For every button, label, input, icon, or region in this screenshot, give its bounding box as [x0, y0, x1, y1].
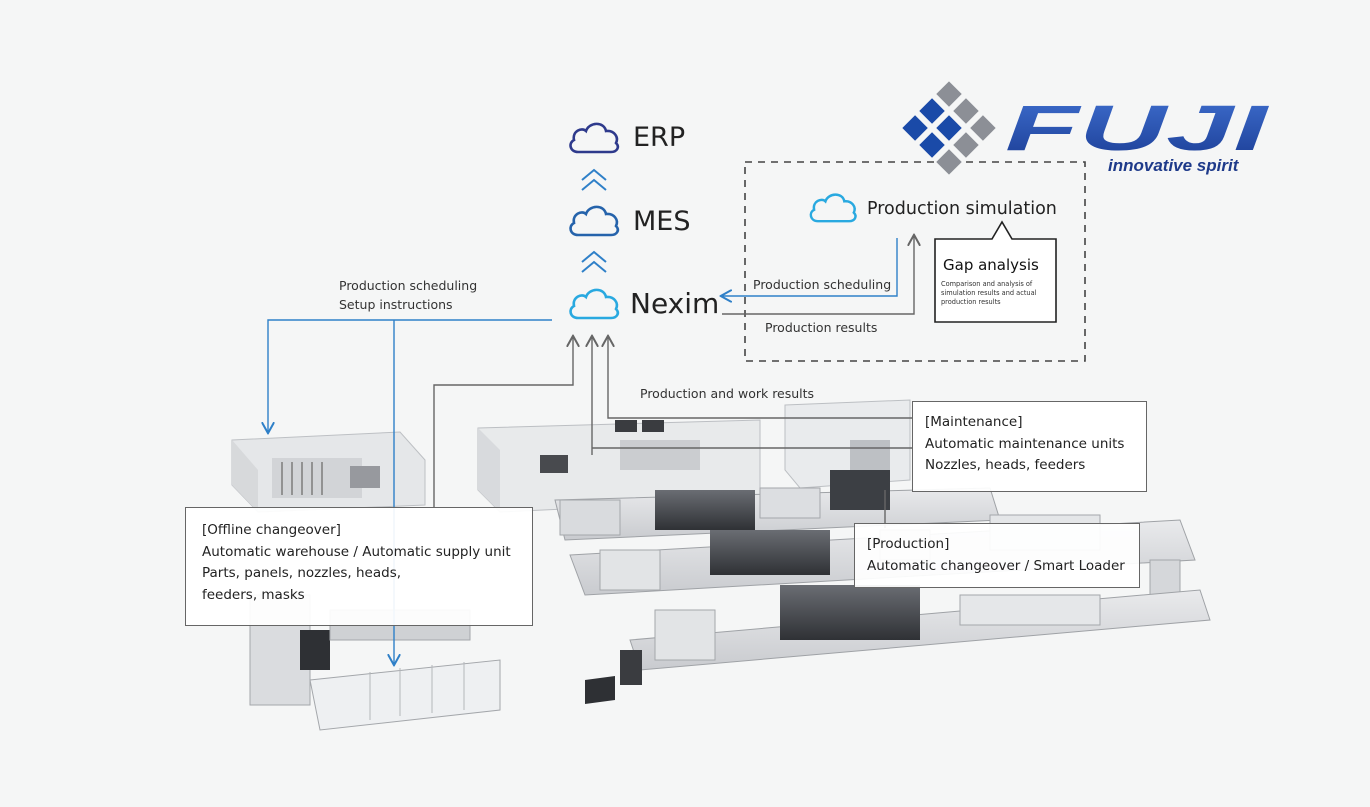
erp-cloud-icon — [569, 122, 620, 154]
mes-cloud-icon — [569, 205, 620, 237]
production-line-3 — [585, 585, 1211, 704]
results-arrow-left — [433, 337, 573, 508]
sim-results-label: Production results — [765, 320, 878, 335]
fuji-tagline: innovative spirit — [1108, 156, 1239, 175]
warehouse-room — [231, 431, 426, 513]
simulation-dashed-frame — [744, 161, 1086, 362]
gap-analysis-callout — [934, 220, 1057, 323]
offline-heading: [Offline changeover] — [202, 522, 341, 538]
control-room — [477, 419, 761, 513]
work-results-label: Production and work results — [640, 386, 815, 401]
maintenance-box: [Maintenance] Automatic maintenance unit… — [912, 401, 1147, 492]
left-scheduling-label: Production scheduling Setup instructions — [339, 278, 478, 312]
offline-changeover-box: [Offline changeover] Automatic warehouse… — [185, 507, 533, 626]
fuji-diamond-logo-icon — [902, 81, 996, 175]
simulation-cloud-icon — [809, 193, 857, 223]
production-heading: [Production] — [867, 536, 950, 552]
sim-results-arrow — [722, 236, 914, 315]
chevron-up-icon — [581, 168, 607, 273]
production-line-1 — [554, 470, 1001, 541]
mes-label: MES — [633, 206, 691, 237]
gap-analysis-title: Gap analysis — [943, 256, 1039, 274]
erp-label: ERP — [633, 122, 686, 153]
simulation-label: Production simulation — [867, 199, 1057, 219]
svg-text:FUJI: FUJI — [1005, 100, 1269, 160]
sim-scheduling-label: Production scheduling — [753, 277, 892, 292]
left-scheduling-arrow — [268, 319, 552, 432]
nexim-cloud-icon — [569, 288, 620, 320]
results-arrow-right — [608, 337, 912, 419]
fuji-wordmark: FUJI — [1005, 100, 1269, 160]
nexim-label: Nexim — [630, 287, 720, 320]
production-box: [Production] Automatic changeover / Smar… — [854, 523, 1140, 588]
gap-analysis-desc: Comparison and analysis of simulation re… — [941, 280, 1037, 306]
maintenance-heading: [Maintenance] — [925, 414, 1023, 430]
sim-scheduling-arrow — [722, 238, 898, 296]
